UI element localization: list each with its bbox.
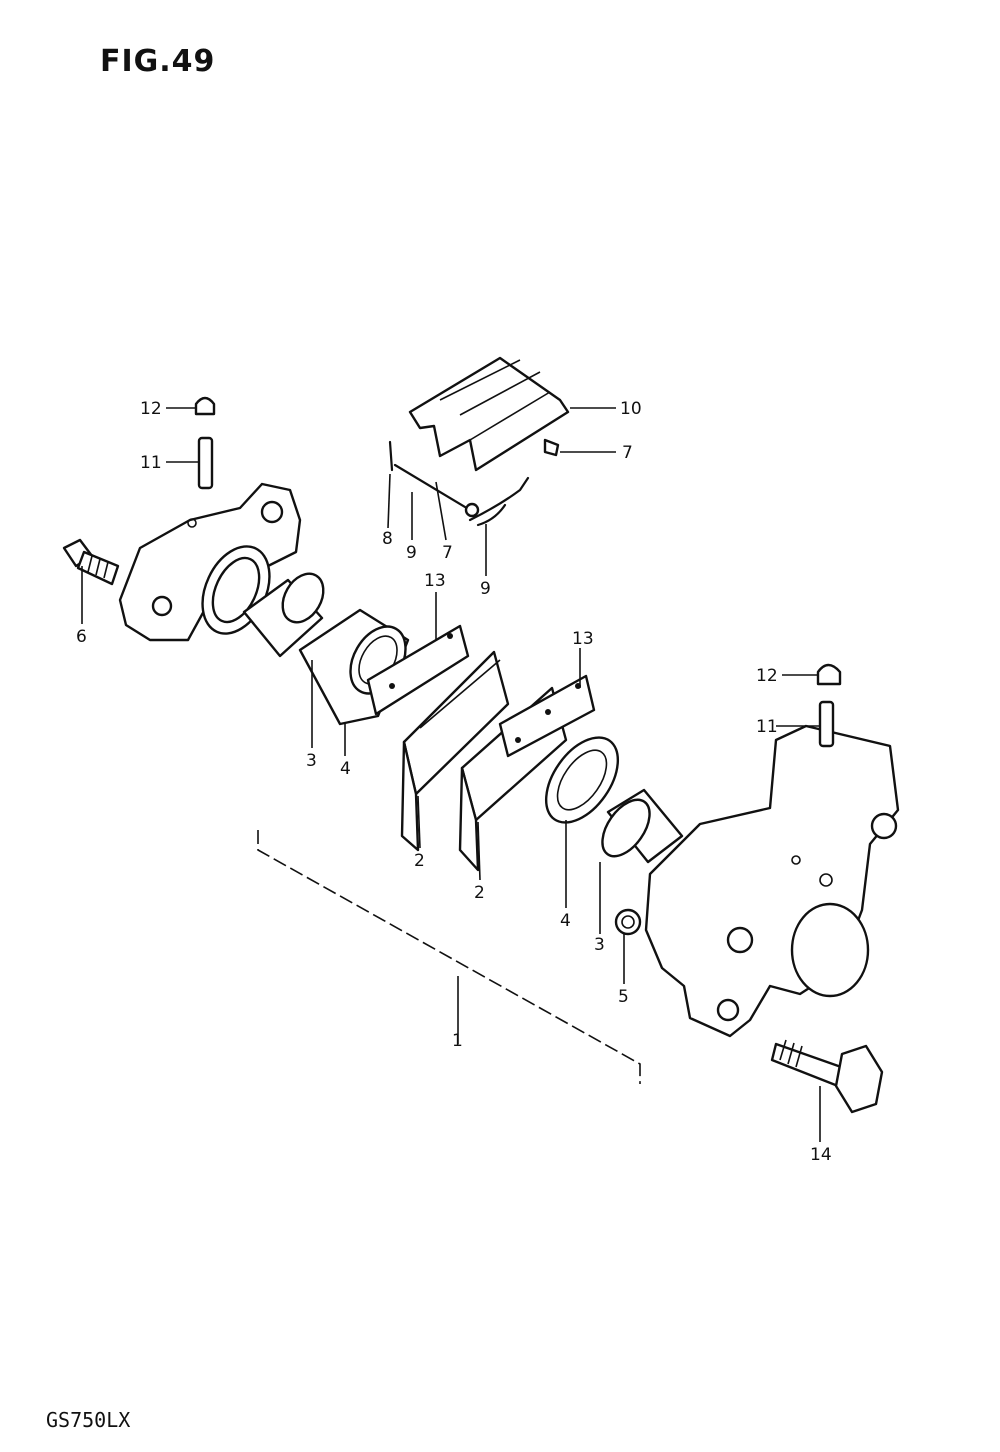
callout-7-left: 7 xyxy=(442,543,453,563)
bleeder-left xyxy=(194,396,216,490)
callout-12-left: 12 xyxy=(140,399,162,419)
callout-3-left: 3 xyxy=(306,751,317,771)
callout-13-left: 13 xyxy=(424,571,446,591)
callout-11-right: 11 xyxy=(756,717,778,737)
callout-6: 6 xyxy=(76,627,87,647)
callout-1: 1 xyxy=(452,1031,463,1051)
pad-cover xyxy=(408,356,570,472)
callout-13-right: 13 xyxy=(572,629,594,649)
callout-2-right: 2 xyxy=(474,883,485,903)
callout-4-left: 4 xyxy=(340,759,351,779)
leader-lines xyxy=(81,407,821,1142)
model-code: GS750LX xyxy=(46,1408,131,1432)
callout-2-left: 2 xyxy=(414,851,425,871)
callout-11-left: 11 xyxy=(140,453,162,473)
piston-left xyxy=(242,572,325,658)
pad-shim-right xyxy=(498,674,596,758)
bleeder-right xyxy=(816,663,842,748)
figure-title: FIG.49 xyxy=(100,44,216,79)
callout-labels: 12 11 6 3 4 2 2 13 13 4 3 5 1 10 7 8 9 7… xyxy=(76,399,832,1165)
mounting-bolt-left xyxy=(62,538,120,586)
callout-5: 5 xyxy=(618,987,629,1007)
callout-9-left: 9 xyxy=(406,543,417,563)
o-ring xyxy=(614,908,642,936)
callout-12-right: 12 xyxy=(756,666,778,686)
pad-shim-left xyxy=(366,624,470,716)
assembly-bracket xyxy=(257,830,641,1084)
pad-pin-assembly xyxy=(388,440,530,527)
callout-14: 14 xyxy=(810,1145,832,1165)
callout-8: 8 xyxy=(382,529,393,549)
brake-pad-left xyxy=(400,650,510,852)
callout-4-right: 4 xyxy=(560,911,571,931)
callout-9-right: 9 xyxy=(480,579,491,599)
caliper-right-half xyxy=(644,724,900,1038)
piston-seal-right xyxy=(544,736,620,824)
callout-3-right: 3 xyxy=(594,935,605,955)
callout-7-right: 7 xyxy=(622,443,633,463)
callout-10: 10 xyxy=(620,399,642,419)
piston-right xyxy=(601,788,684,864)
mounting-bolt-right xyxy=(770,1039,884,1114)
